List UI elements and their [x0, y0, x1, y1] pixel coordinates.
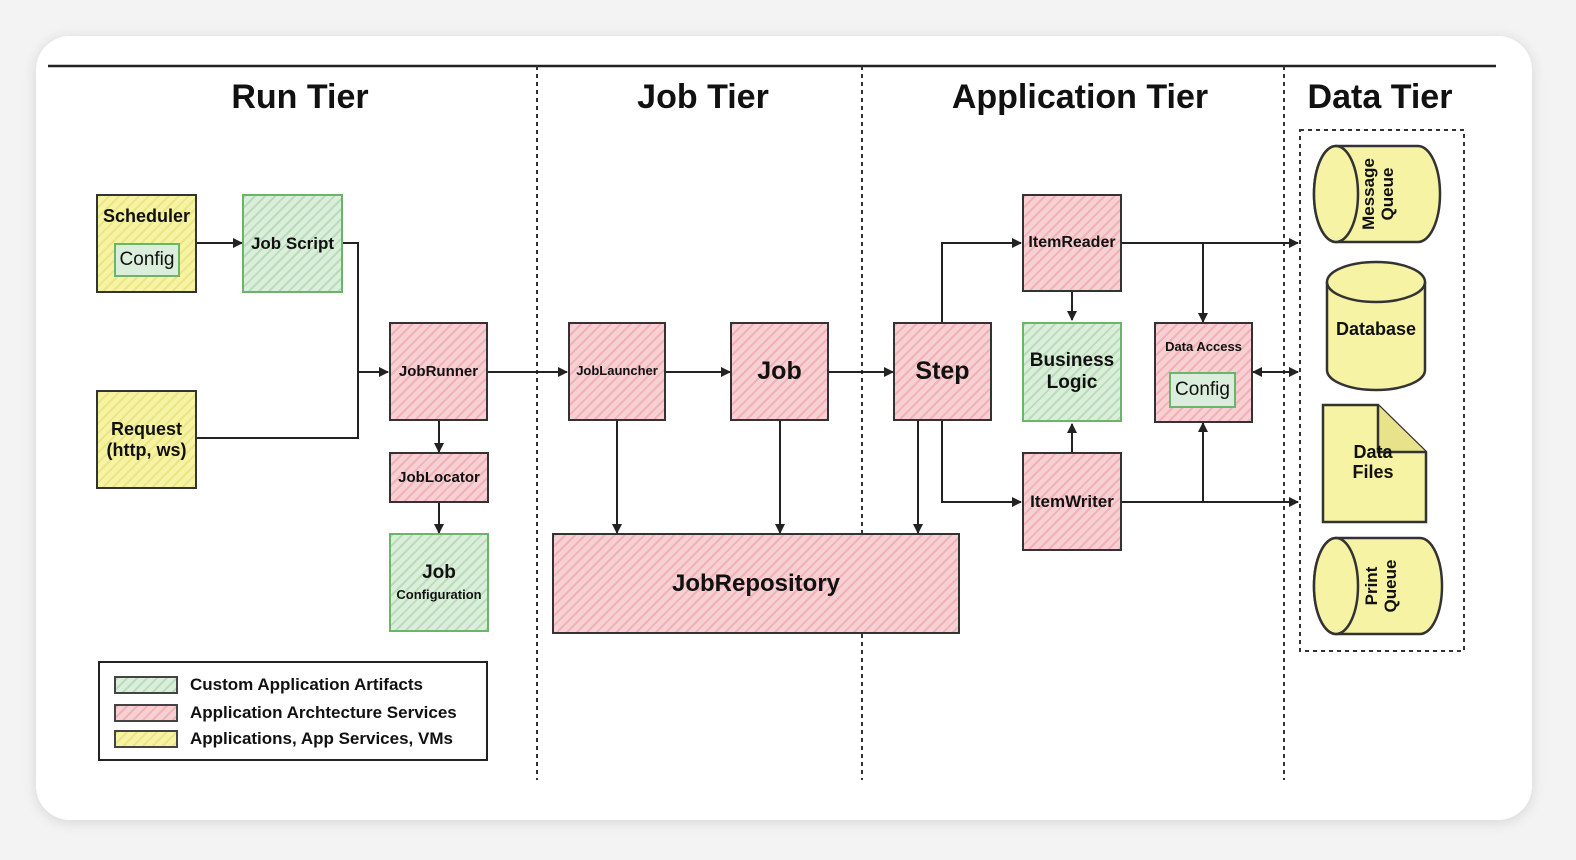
step-node: Step	[893, 322, 992, 421]
legend-label-custom: Custom Application Artifacts	[190, 675, 423, 694]
print-queue-cylinder	[1312, 536, 1444, 636]
item-writer-label: ItemWriter	[1030, 491, 1114, 511]
request-label-line1: Request	[110, 418, 182, 439]
database-label: Database	[1335, 319, 1417, 339]
job-repository-label: JobRepository	[671, 569, 841, 597]
job-label: Job	[757, 357, 802, 386]
scheduler-label: Scheduler	[102, 206, 191, 226]
data-access-label: Data Access	[1165, 339, 1242, 354]
item-reader-node: ItemReader	[1022, 194, 1122, 292]
job-launcher-label: JobLauncher	[576, 363, 658, 379]
job-locator-node: JobLocator	[389, 452, 489, 503]
step-label: Step	[915, 357, 970, 386]
job-runner-node: JobRunner	[389, 322, 488, 421]
tier-title-data: Data Tier	[1307, 78, 1453, 116]
edge-jobscript-jobrunner	[343, 242, 389, 377]
edge-step-itemwriter	[941, 421, 1022, 507]
print-queue-label-line2: Queue	[1380, 559, 1400, 613]
message-queue-cylinder	[1312, 144, 1442, 244]
legend-row-applications: Applications, App Services, VMs	[114, 727, 453, 751]
data-files-label-line2: Files	[1352, 461, 1394, 482]
tier-title-application: Application Tier	[951, 78, 1209, 116]
business-logic-label-line2: Logic	[1046, 372, 1098, 393]
database-cylinder	[1325, 260, 1427, 392]
job-launcher-node: JobLauncher	[568, 322, 666, 421]
data-tier-container	[1299, 129, 1465, 652]
legend-swatch-green	[114, 676, 178, 694]
tier-title-run: Run Tier	[231, 78, 369, 116]
print-queue-label-line1: Print	[1362, 566, 1381, 606]
tier-title-job: Job Tier	[637, 78, 769, 116]
legend-label-applications: Applications, App Services, VMs	[190, 729, 453, 748]
job-configuration-node: Job Configuration	[389, 533, 489, 632]
legend: Custom Application Artifacts Application…	[98, 661, 488, 761]
data-files-document	[1321, 403, 1428, 524]
data-access-config-node: Config	[1169, 372, 1236, 408]
item-reader-label: ItemReader	[1028, 233, 1116, 251]
job-locator-label: JobLocator	[398, 468, 480, 486]
message-queue-label-line2: Queue	[1377, 167, 1397, 221]
edge-step-itemreader	[941, 238, 1022, 322]
message-queue-label-line1: Message	[1359, 158, 1378, 230]
data-files-label-line1: Data	[1353, 442, 1393, 462]
legend-swatch-pink	[114, 704, 178, 722]
legend-row-architecture: Application Archtecture Services	[114, 701, 457, 725]
legend-label-architecture: Application Archtecture Services	[190, 703, 457, 722]
legend-swatch-yellow	[114, 730, 178, 748]
job-script-label: Job Script	[250, 233, 335, 253]
item-writer-node: ItemWriter	[1022, 452, 1122, 551]
job-runner-label: JobRunner	[398, 362, 479, 380]
legend-row-custom: Custom Application Artifacts	[114, 673, 423, 697]
data-files-label: Data Files	[1323, 442, 1423, 483]
job-configuration-label-line1: Job	[422, 562, 456, 584]
job-script-node: Job Script	[242, 194, 343, 293]
scheduler-config-node: Config	[114, 243, 180, 277]
job-repository-node: JobRepository	[552, 533, 960, 634]
request-node: Request (http, ws)	[96, 390, 197, 489]
job-node: Job	[730, 322, 829, 421]
request-label-line2: (http, ws)	[106, 439, 187, 460]
business-logic-node: Business Logic	[1022, 322, 1122, 422]
business-logic-label-line1: Business	[1029, 350, 1115, 372]
job-configuration-label-line2: Configuration	[396, 586, 482, 602]
edge-request-jobrunner	[197, 372, 359, 439]
